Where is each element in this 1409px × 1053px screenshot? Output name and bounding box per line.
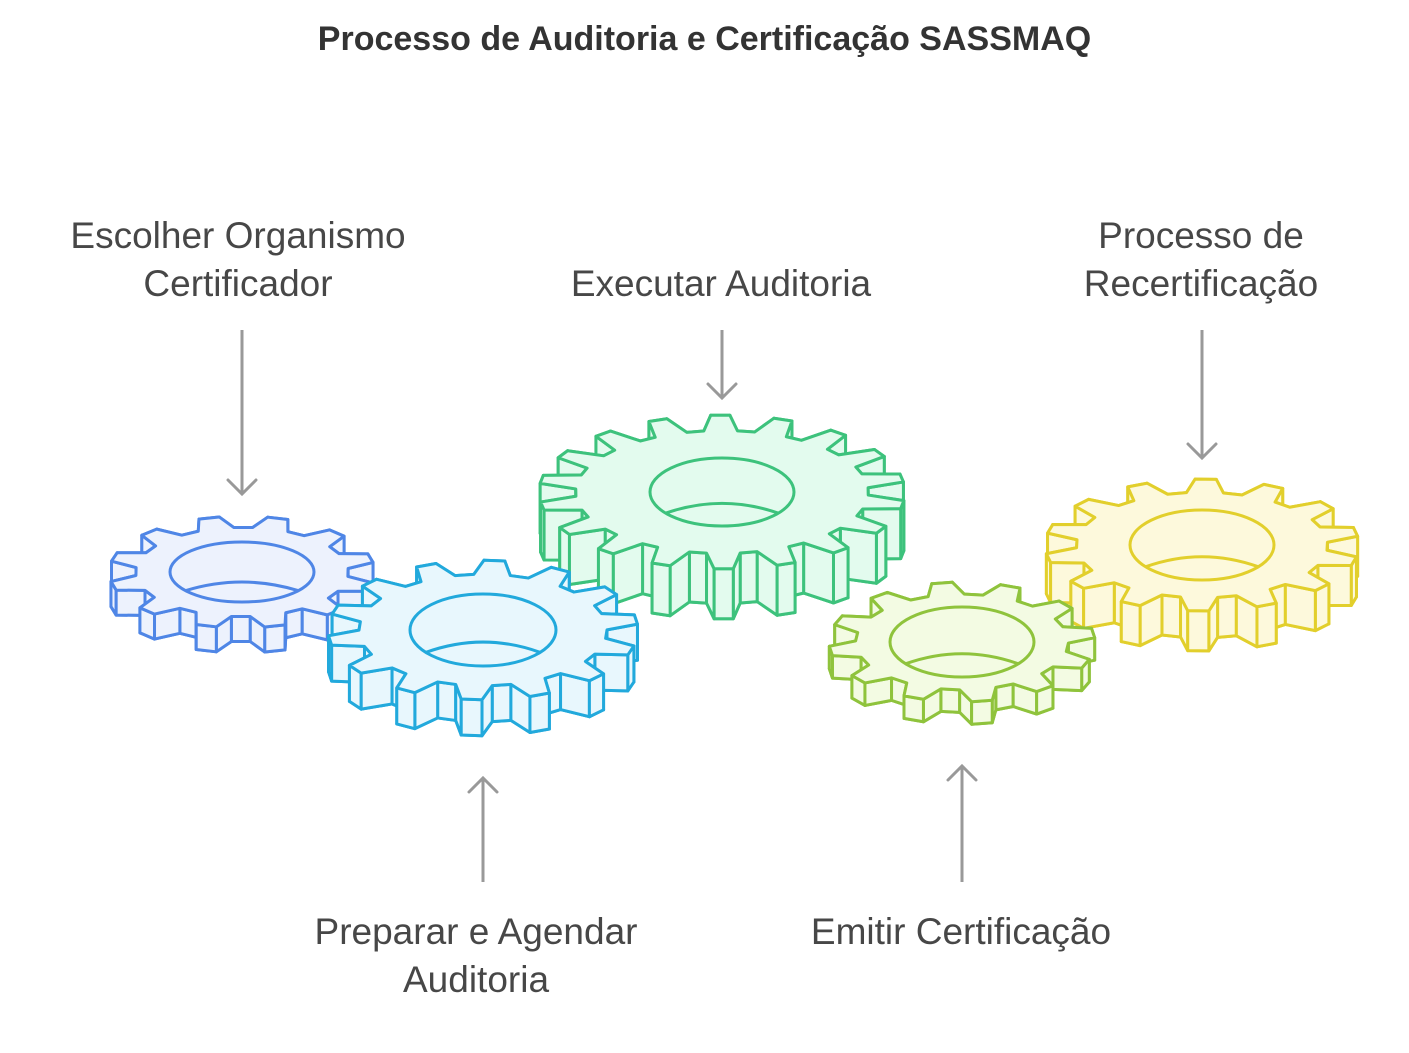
arrow-up-icon	[946, 763, 978, 882]
gear-side	[712, 567, 735, 621]
gear-side	[970, 698, 994, 726]
gear-side	[263, 623, 287, 654]
gear-side	[1186, 609, 1211, 653]
gear-side	[939, 687, 962, 714]
diagram-title: Processo de Auditoria e Certificação SAS…	[317, 20, 1092, 58]
gear-side	[459, 697, 484, 738]
gear-icon	[538, 413, 906, 621]
gear-hole-inner	[1145, 555, 1259, 569]
gear-hole	[408, 592, 558, 668]
gear-side	[738, 550, 759, 605]
gear-side	[490, 682, 513, 724]
label-line: Preparar e Agendar	[314, 911, 638, 952]
label-line: Executar Auditoria	[570, 263, 872, 304]
arrow-down-icon	[226, 330, 258, 497]
label-executar-auditoria: Executar Auditoria	[491, 260, 951, 308]
gear-side	[1283, 582, 1317, 633]
gear-hole-inner	[665, 501, 779, 515]
label-line: Recertificação	[1083, 263, 1319, 304]
gear-side	[229, 614, 252, 644]
gear-icon	[827, 580, 1097, 726]
gear-side	[1119, 600, 1142, 648]
gear-hole-inner	[425, 640, 541, 654]
arrow-up-icon	[467, 775, 499, 882]
label-emitir-certificacao: Emitir Certificação	[731, 908, 1191, 956]
gear-side	[194, 622, 218, 654]
label-line: Processo de	[1098, 215, 1304, 256]
gear-icon	[109, 515, 375, 654]
gear-side	[359, 666, 394, 711]
gear-side	[528, 691, 551, 734]
gear-side	[395, 686, 417, 731]
gear-side	[687, 550, 709, 605]
gear-side	[436, 680, 458, 722]
gear-side	[1160, 593, 1183, 639]
gear-hole	[648, 456, 796, 528]
gear-icon	[327, 558, 639, 738]
gear-side	[1082, 581, 1116, 630]
gear-hole	[168, 540, 316, 604]
gear-hole	[888, 605, 1036, 679]
arrow-down-icon	[1186, 330, 1218, 461]
label-recertificacao: Processo de Recertificação	[971, 212, 1409, 308]
gear-side	[1051, 665, 1084, 693]
gear-hole-inner	[905, 652, 1019, 666]
gear-side	[650, 561, 672, 618]
label-line: Escolher Organismo	[70, 215, 406, 256]
gear-hole	[1128, 508, 1276, 582]
label-line: Auditoria	[402, 959, 550, 1000]
gear-side	[1216, 594, 1238, 639]
gear-side	[775, 560, 797, 617]
arrow-down-icon	[706, 330, 738, 401]
gear-hole-inner	[185, 580, 299, 593]
gear-side	[1255, 601, 1278, 649]
gear-side	[831, 546, 850, 605]
label-line: Certificador	[143, 263, 333, 304]
label-line: Emitir Certificação	[810, 911, 1112, 952]
gear-icon	[1044, 477, 1360, 653]
